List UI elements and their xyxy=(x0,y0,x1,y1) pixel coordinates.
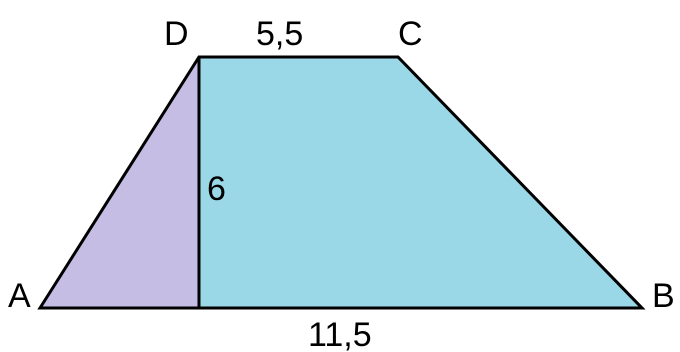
vertex-label-d: D xyxy=(164,15,189,53)
bottom-base-length-label: 11,5 xyxy=(308,316,372,352)
vertex-label-b: B xyxy=(652,277,675,315)
vertex-label-c: C xyxy=(398,15,423,53)
vertex-label-a: A xyxy=(8,277,31,315)
trapezoid-outline xyxy=(37,55,646,310)
right-region xyxy=(199,57,642,308)
top-base-length-label: 5,5 xyxy=(256,15,303,53)
height-length-label: 6 xyxy=(207,170,226,208)
